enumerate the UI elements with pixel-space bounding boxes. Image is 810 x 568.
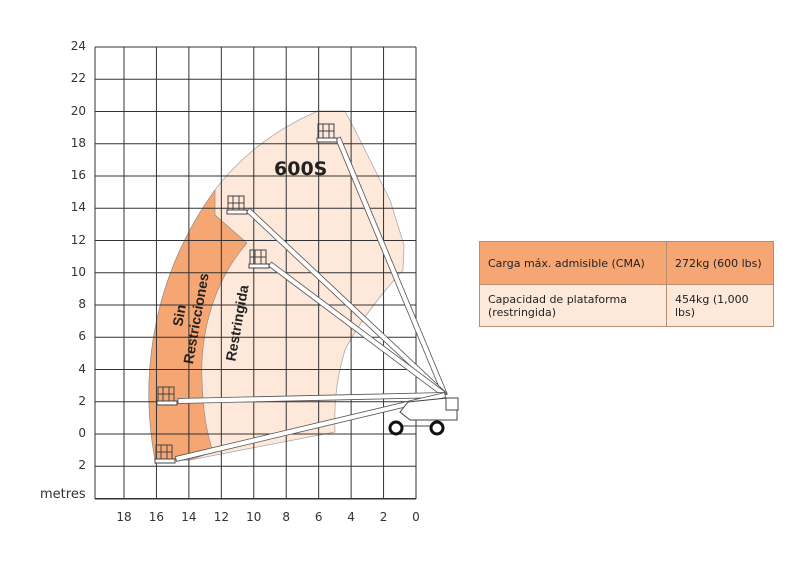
x-tick-label: 0	[412, 510, 420, 524]
x-tick-label: 12	[213, 510, 229, 524]
booms	[154, 123, 448, 464]
y-tick-label: 2	[78, 393, 86, 408]
boom	[177, 392, 446, 404]
platform-basket-icon	[316, 123, 338, 143]
wheel	[388, 420, 404, 436]
x-tick-label: 2	[379, 510, 388, 524]
x-tick-label: 16	[148, 510, 165, 524]
y-tick-label: 0	[78, 426, 86, 440]
row-value: 454kg (1,000 lbs)	[666, 284, 774, 327]
y-tick-label: 10	[70, 264, 86, 279]
table-row: Carga máx. admisible (CMA) 272kg (600 lb…	[479, 241, 774, 285]
y-tick-label: 6	[78, 329, 86, 344]
boom	[174, 392, 447, 462]
unrestricted-zone	[148, 189, 248, 461]
y-tick-label: 8	[78, 297, 86, 311]
platform-basket-icon	[248, 249, 270, 269]
y-tick-label: 18	[70, 135, 86, 150]
boom	[267, 261, 448, 398]
x-tick-label: 4	[347, 510, 355, 524]
y-tick-label: 22	[70, 71, 86, 86]
boom	[335, 136, 448, 397]
y-tick-label: 4	[78, 361, 86, 376]
x-tick-label: 8	[282, 510, 291, 524]
y-tick-label: 24	[70, 39, 86, 53]
y-tick-label: 14	[70, 200, 86, 215]
x-tick-label: 18	[116, 510, 132, 524]
platform-basket-icon	[154, 444, 176, 464]
wheel	[429, 420, 445, 436]
unit-label: metres	[40, 487, 86, 502]
x-tick-label: 10	[246, 510, 262, 524]
platform-basket-icon	[156, 386, 178, 406]
capacity-table: Carga máx. admisible (CMA) 272kg (600 lb…	[479, 241, 774, 327]
y-tick-label: 16	[70, 168, 86, 182]
y-tick-label: 2	[78, 458, 86, 473]
model-label: 600S	[274, 158, 328, 180]
row-label: Carga máx. admisible (CMA)	[479, 241, 667, 285]
row-label: Capacidad de plataforma (restringida)	[479, 284, 667, 327]
table-row: Capacidad de plataforma (restringida) 45…	[479, 284, 774, 327]
x-tick-label: 14	[181, 510, 197, 524]
y-tick-label: 12	[70, 232, 86, 247]
machine-chassis	[399, 397, 459, 427]
row-value: 272kg (600 lbs)	[666, 241, 774, 285]
y-tick-label: 20	[70, 103, 86, 118]
grid	[94, 46, 417, 500]
x-tick-label: 6	[314, 510, 323, 524]
platform-basket-icon	[226, 195, 248, 215]
